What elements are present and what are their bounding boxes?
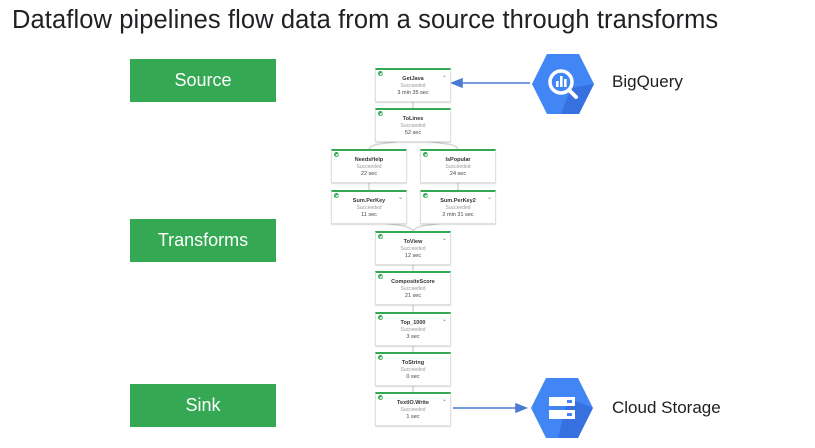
node-toview[interactable]: ⌄ ToView Succeeded 12 sec	[375, 231, 451, 265]
node-status: Succeeded	[445, 205, 471, 211]
cloud-storage-label: Cloud Storage	[612, 398, 721, 417]
node-sumperkey[interactable]: ⌄ Sum.PerKey Succeeded 11 sec	[331, 190, 407, 224]
node-sumperkey2[interactable]: ⌄ Sum.PerKey2 Succeeded 2 min 31 sec	[420, 190, 496, 224]
sink-stage-box: Sink	[130, 384, 276, 427]
transforms-stage-box: Transforms	[130, 219, 276, 262]
node-name: Sum.PerKey	[352, 198, 386, 204]
node-name: TextIO.Write	[397, 400, 429, 406]
node-status: Succeeded	[356, 164, 382, 170]
bigquery-icon	[532, 54, 594, 114]
node-ispopular[interactable]: IsPopular Succeeded 24 sec	[420, 149, 496, 183]
bigquery-label: BigQuery	[612, 72, 683, 91]
node-name: IsPopular	[445, 157, 471, 163]
source-stage-box: Source	[130, 59, 276, 102]
chevron-down-icon[interactable]: ⌄	[486, 195, 492, 201]
node-name: Top_1000	[400, 320, 426, 326]
node-status: Succeeded	[400, 367, 426, 373]
node-time: 22 sec	[360, 171, 378, 177]
node-name: Sum.PerKey2	[440, 198, 476, 204]
node-top1000[interactable]: ⌄ Top_1000 Succeeded 3 sec	[375, 312, 451, 346]
chevron-down-icon[interactable]: ⌄	[441, 236, 447, 242]
check-icon	[423, 152, 428, 157]
slide-title: Dataflow pipelines flow data from a sour…	[12, 6, 719, 34]
node-status: Succeeded	[356, 205, 382, 211]
chevron-down-icon[interactable]: ⌄	[441, 317, 447, 323]
cloud-storage-icon	[531, 378, 593, 438]
chevron-down-icon[interactable]: ⌄	[441, 73, 447, 79]
node-time: 2 min 31 sec	[442, 212, 474, 218]
check-icon	[378, 355, 383, 360]
node-status: Succeeded	[400, 83, 426, 89]
node-tostring[interactable]: ToString Succeeded 0 sec	[375, 352, 451, 386]
check-icon	[334, 193, 339, 198]
check-icon	[378, 234, 383, 239]
node-name: GetJava	[402, 76, 424, 82]
node-time: 11 sec	[361, 212, 377, 218]
node-time: 24 sec	[449, 171, 467, 177]
check-icon	[378, 274, 383, 279]
node-name: ToLines	[402, 116, 424, 122]
node-tolines[interactable]: ToLines Succeeded 52 sec	[375, 108, 451, 142]
node-textiowrite[interactable]: ⌄ TextIO.Write Succeeded 1 sec	[375, 392, 451, 426]
node-status: Succeeded	[400, 246, 426, 252]
node-time: 12 sec	[404, 253, 422, 259]
check-icon	[378, 315, 383, 320]
node-status: Succeeded	[445, 164, 471, 170]
node-getjava[interactable]: ⌄ GetJava Succeeded 3 min 35 sec	[375, 68, 451, 102]
node-status: Succeeded	[400, 407, 426, 413]
node-time: 3 min 35 sec	[397, 90, 429, 96]
node-name: NeedsHelp	[354, 157, 384, 163]
node-time: 3 sec	[406, 334, 420, 340]
node-status: Succeeded	[400, 286, 426, 292]
check-icon	[378, 71, 383, 76]
node-needshelp[interactable]: NeedsHelp Succeeded 22 sec	[331, 149, 407, 183]
node-name: ToView	[403, 239, 423, 245]
node-status: Succeeded	[400, 123, 426, 129]
check-icon	[423, 193, 428, 198]
node-name: CompositeScore	[391, 279, 435, 285]
check-icon	[378, 111, 383, 116]
node-name: ToString	[401, 360, 425, 366]
node-status: Succeeded	[400, 327, 426, 333]
check-icon	[334, 152, 339, 157]
node-time: 1 sec	[406, 414, 420, 420]
node-compositescore[interactable]: CompositeScore Succeeded 21 sec	[375, 271, 451, 305]
node-time: 0 sec	[406, 374, 420, 380]
node-time: 21 sec	[404, 293, 422, 299]
node-time: 52 sec	[404, 130, 422, 136]
chevron-down-icon[interactable]: ⌄	[397, 195, 403, 201]
check-icon	[378, 395, 383, 400]
chevron-down-icon[interactable]: ⌄	[441, 397, 447, 403]
